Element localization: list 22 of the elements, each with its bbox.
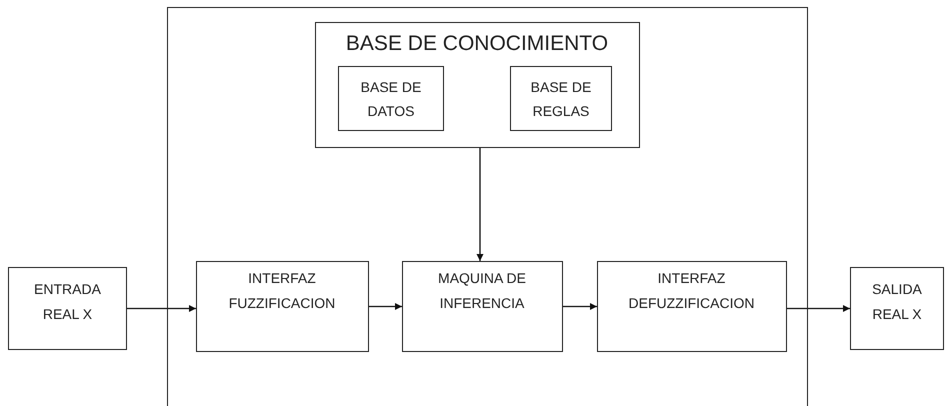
arrow — [369, 303, 402, 310]
arrow — [127, 305, 196, 312]
arrow — [787, 305, 850, 312]
process-box — [596, 260, 786, 352]
node-label: INTERFAZ FUZZIFICACION — [228, 268, 336, 313]
arrow — [563, 303, 597, 310]
process-box — [510, 66, 612, 131]
node-label: BASE DE DATOS — [360, 78, 422, 121]
group-box — [314, 22, 640, 148]
io-box — [850, 267, 944, 350]
process-box — [196, 260, 368, 352]
node-label: BASE DE CONOCIMIENTO — [346, 30, 608, 56]
node-label: SALIDA REAL X — [871, 280, 923, 324]
node-label: BASE DE REGLAS — [530, 78, 592, 121]
process-box — [338, 66, 444, 131]
node-label: INTERFAZ DEFUZZIFICACION — [628, 268, 756, 313]
process-box — [402, 260, 562, 352]
arrow — [476, 148, 484, 261]
frame-box — [167, 7, 808, 406]
node-label: ENTRADA REAL X — [33, 280, 102, 324]
node-label: MAQUINA DE INFERENCIA — [437, 268, 527, 313]
io-box — [8, 267, 127, 350]
